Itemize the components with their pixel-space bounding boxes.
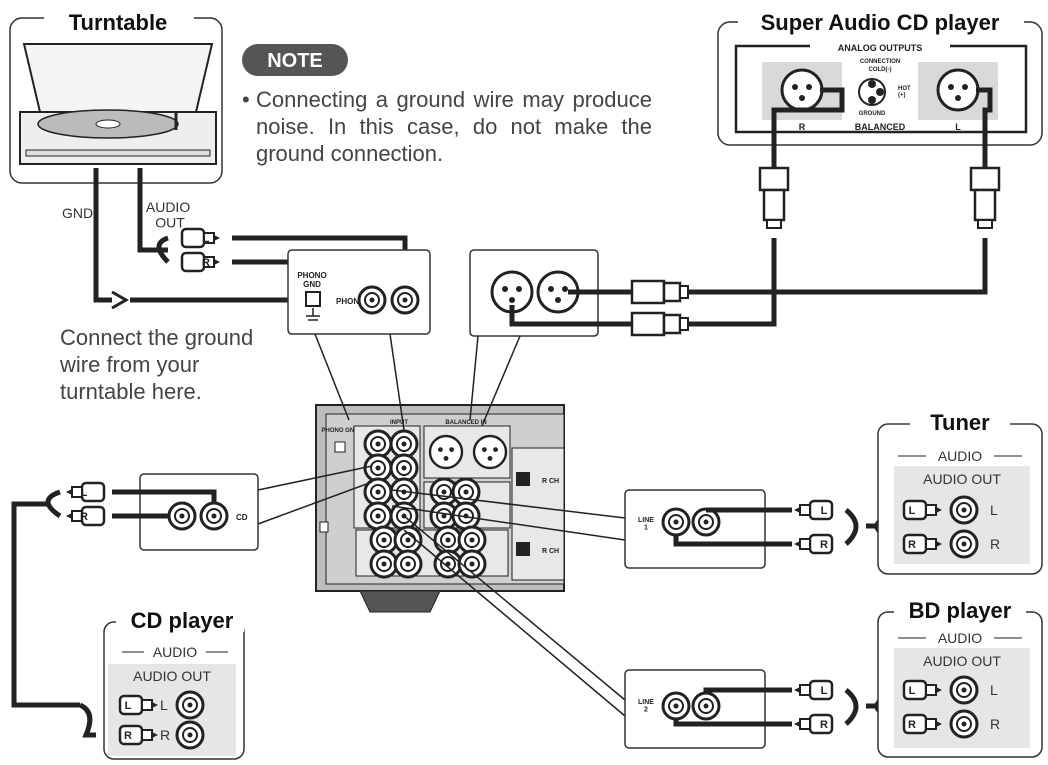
bd-amp-plug-l: L (821, 685, 828, 697)
tuner-amp-plug-l: L (821, 505, 828, 517)
turntable-title: Turntable (69, 10, 168, 35)
tuner-plug-r-label: R (908, 539, 916, 551)
cd-player-audio-label: AUDIO (153, 644, 197, 660)
ground-instruction: Connect the ground wire from your turnta… (60, 325, 254, 404)
tuner: Tuner AUDIO AUDIO OUT L R (877, 408, 1043, 575)
turntable-audio-out-label: AUDIO OUT (146, 199, 194, 230)
cd-player-r-label: R (160, 727, 170, 743)
note-bullet: • (242, 87, 250, 112)
cd-label: CD (236, 513, 248, 522)
bd-player: BD player AUDIO AUDIO OUT L R (877, 596, 1043, 758)
turntable: Turntable (9, 10, 223, 184)
phono-label: PHONO (336, 297, 365, 306)
bd-plug-l-label: L (909, 685, 916, 697)
turntable-plug-l-label: L (203, 233, 210, 245)
pin-diagram (858, 78, 886, 106)
pin-ground-label: GROUND (859, 111, 886, 117)
cd-player-audio-out-label: AUDIO OUT (133, 668, 211, 684)
cd-plug-r-label: R (80, 511, 88, 523)
multiline-segment: 1 (644, 525, 648, 532)
cd-plug-l-label: L (81, 487, 88, 499)
bd-player-audio-label: AUDIO (938, 630, 982, 646)
cd-cables (11, 489, 217, 708)
gnd-label: GND (62, 205, 93, 221)
ground-fork (111, 290, 130, 310)
turntable-illustration (19, 43, 217, 165)
cd-panel-zoom: CD (139, 473, 259, 551)
multiline-segment: 2 (644, 707, 648, 714)
sacd-player: Super Audio CD player ANALOG OUTPUTS R L… (717, 10, 1043, 146)
bd-player-audio-out-label: AUDIO OUT (923, 653, 1001, 669)
cdp-plug-r-label: R (124, 730, 132, 742)
bd-player-l-label: L (990, 682, 998, 698)
turntable-cables (93, 168, 170, 303)
tuner-l-label: L (990, 502, 998, 518)
bd-plug-r-label: R (908, 719, 916, 731)
cdp-plug-l-label: L (125, 700, 132, 712)
bd-amp-plug-r: R (820, 719, 828, 731)
tuner-r-label: R (990, 536, 1000, 552)
sacd-balanced-label: BALANCED (855, 122, 906, 132)
amp-rch-label-1: R CH (542, 478, 559, 485)
amp-input-label: INPUT (390, 420, 408, 426)
pin-cold-label: COLD(-) (869, 67, 892, 73)
amp-phono-gnd-label: PHONO GND (321, 428, 359, 434)
tuner-audio-out-label: AUDIO OUT (923, 471, 1001, 487)
sacd-cables (688, 238, 988, 327)
sacd-title: Super Audio CD player (761, 10, 1000, 35)
amplifier-rear-panel: PHONO GND INPUT BALANCED IN R CH R CH (315, 404, 565, 613)
analog-outputs-label: ANALOG OUTPUTS (838, 43, 923, 53)
note-badge (242, 44, 348, 76)
cd-player-l-label: L (160, 697, 168, 713)
tuner-title: Tuner (930, 410, 990, 435)
amp-balanced-in-label: BALANCED IN (445, 420, 486, 426)
note-body: Connecting a ground wire may produce noi… (256, 87, 652, 166)
sacd-r-label: R (799, 122, 806, 132)
sacd-l-label: L (955, 122, 961, 132)
tuner-plug-l-label: L (909, 505, 916, 517)
bd-player-r-label: R (990, 716, 1000, 732)
multiline-segment: OUT (155, 214, 185, 230)
bd-player-title: BD player (909, 598, 1012, 623)
tuner-amp-plug-r: R (820, 539, 828, 551)
amp-rch-label-2: R CH (542, 548, 559, 555)
pin-connection-label: CONNECTION (860, 59, 900, 65)
multiline-segment: GND (303, 280, 321, 289)
note-text: • Connecting a ground wire may produce n… (242, 86, 652, 167)
pin-hot-label: HOT(+) (898, 86, 911, 99)
callout-lines (257, 333, 626, 717)
tuner-audio-label: AUDIO (938, 448, 982, 464)
balanced-cables (509, 289, 632, 327)
cd-player-title: CD player (131, 608, 234, 633)
turntable-plug-r-label: R (202, 257, 210, 269)
note-badge-text: NOTE (267, 50, 323, 72)
multiline-segment: (+) (898, 93, 906, 99)
